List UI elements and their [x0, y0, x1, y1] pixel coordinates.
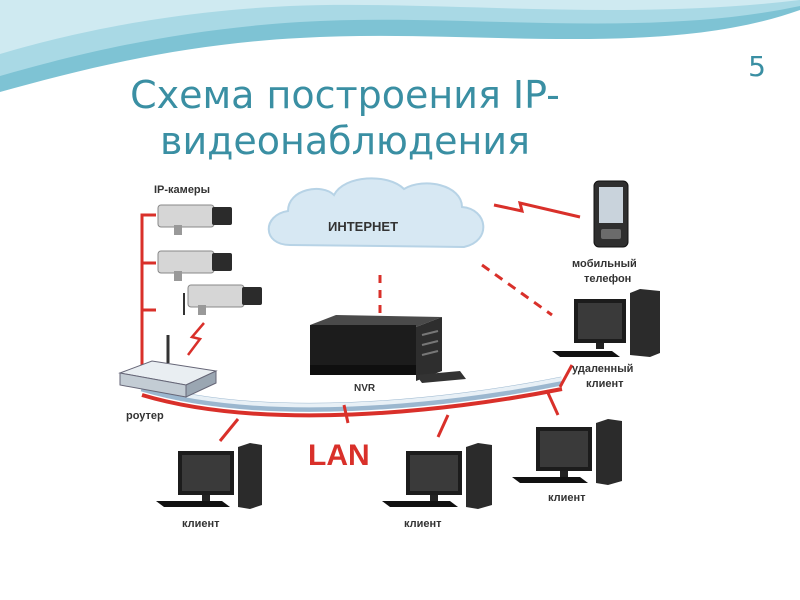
wireless-link-mobile [493, 200, 581, 219]
client-computer-right [512, 419, 622, 485]
mobile-phone-device [593, 180, 629, 248]
slide-title-line-1: Схема построения IP- [130, 73, 560, 117]
wireless-link-camera [187, 322, 205, 356]
router-device [118, 335, 218, 398]
lan-drops [218, 364, 574, 442]
camera-wiring [140, 213, 156, 370]
slide-number: 5 [748, 50, 766, 83]
internet-label: ИНТЕРНЕТ [328, 219, 398, 234]
lan-label: LAN [308, 439, 370, 472]
remote-client-label-line-2: клиент [586, 378, 624, 390]
client-computer-left [156, 443, 262, 509]
ip-camera-2 [157, 250, 232, 281]
client-middle-label: клиент [404, 518, 442, 530]
slide-title: Схема построения IP- видеонаблюдения [0, 72, 800, 164]
internet-remote-link [481, 263, 553, 317]
ip-cameras-label: IP-камеры [154, 184, 210, 196]
lan-arc [140, 376, 563, 418]
ip-surveillance-diagram: LAN ИНТЕРНЕТ IP-камеры роутер [118, 177, 660, 530]
header-wave-decoration [0, 0, 800, 92]
nvr-device [310, 315, 466, 383]
client-right-label: клиент [548, 492, 586, 504]
mobile-phone-label-line-1: мобильный [572, 258, 637, 270]
mobile-phone-label-line-2: телефон [584, 273, 631, 285]
ip-camera-wireless [183, 284, 262, 315]
client-left-label: клиент [182, 518, 220, 530]
router-label: роутер [126, 410, 164, 422]
client-computer-middle [382, 443, 492, 509]
remote-client-label-line-1: удаленный [572, 363, 633, 375]
slide-title-line-2: видеонаблюдения [160, 119, 530, 163]
remote-client-computer [552, 289, 660, 357]
nvr-label: NVR [354, 383, 376, 394]
ip-camera-1 [157, 204, 232, 235]
internet-cloud [267, 177, 485, 249]
